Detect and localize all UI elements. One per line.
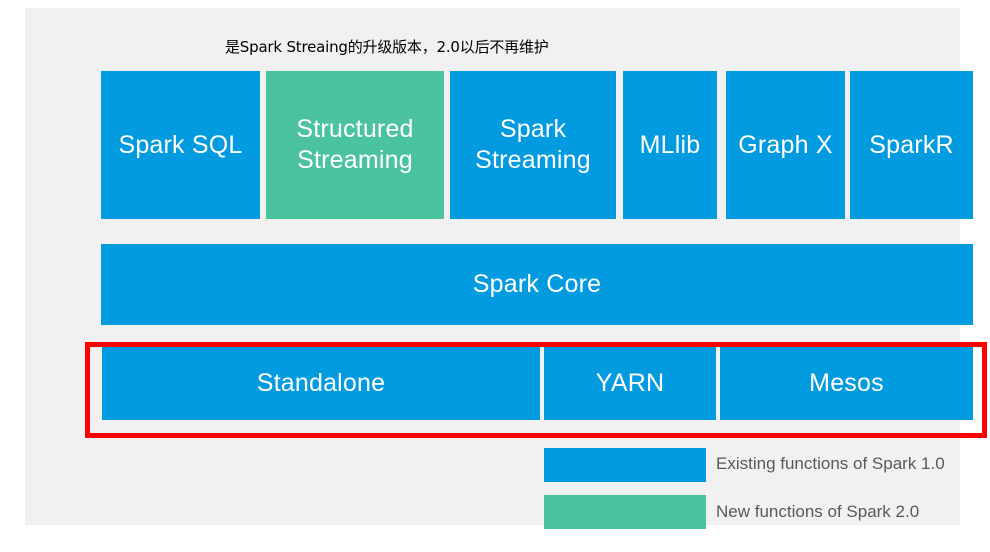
block-mesos-label: Mesos bbox=[809, 368, 884, 397]
block-graphx[interactable]: Graph X bbox=[726, 71, 845, 219]
block-spark-core-label: Spark Core bbox=[472, 270, 602, 298]
legend-swatch-new bbox=[544, 495, 706, 529]
block-sparkr[interactable]: SparkR bbox=[850, 71, 973, 219]
block-sparkr-label: SparkR bbox=[869, 130, 954, 159]
block-spark-streaming-label: Spark Streaming bbox=[475, 115, 591, 174]
block-spark-streaming[interactable]: Spark Streaming bbox=[450, 71, 616, 219]
block-mllib[interactable]: MLlib bbox=[623, 71, 717, 219]
legend-swatch-existing bbox=[544, 448, 706, 482]
block-mllib-label: MLlib bbox=[639, 130, 701, 159]
block-structured-streaming[interactable]: Structured Streaming bbox=[266, 71, 444, 219]
block-standalone-label: Standalone bbox=[256, 368, 386, 397]
block-spark-core[interactable]: Spark Core bbox=[101, 244, 973, 325]
block-mesos[interactable]: Mesos bbox=[720, 346, 973, 420]
block-spark-sql[interactable]: Spark SQL bbox=[101, 71, 260, 219]
block-graphx-label: Graph X bbox=[738, 130, 833, 159]
block-structured-streaming-label: Structured Streaming bbox=[296, 115, 414, 174]
block-standalone[interactable]: Standalone bbox=[102, 346, 540, 420]
block-spark-sql-label: Spark SQL bbox=[118, 130, 243, 159]
slide-canvas: 是Spark Streaing的升级版本，2.0以后不再维护 Spark SQL… bbox=[25, 8, 987, 529]
legend-label-existing: Existing functions of Spark 1.0 bbox=[716, 454, 945, 473]
legend-label-new: New functions of Spark 2.0 bbox=[716, 502, 920, 521]
annotation-title: 是Spark Streaing的升级版本，2.0以后不再维护 bbox=[225, 38, 549, 56]
block-yarn-label: YARN bbox=[595, 368, 665, 397]
block-yarn[interactable]: YARN bbox=[544, 346, 716, 420]
